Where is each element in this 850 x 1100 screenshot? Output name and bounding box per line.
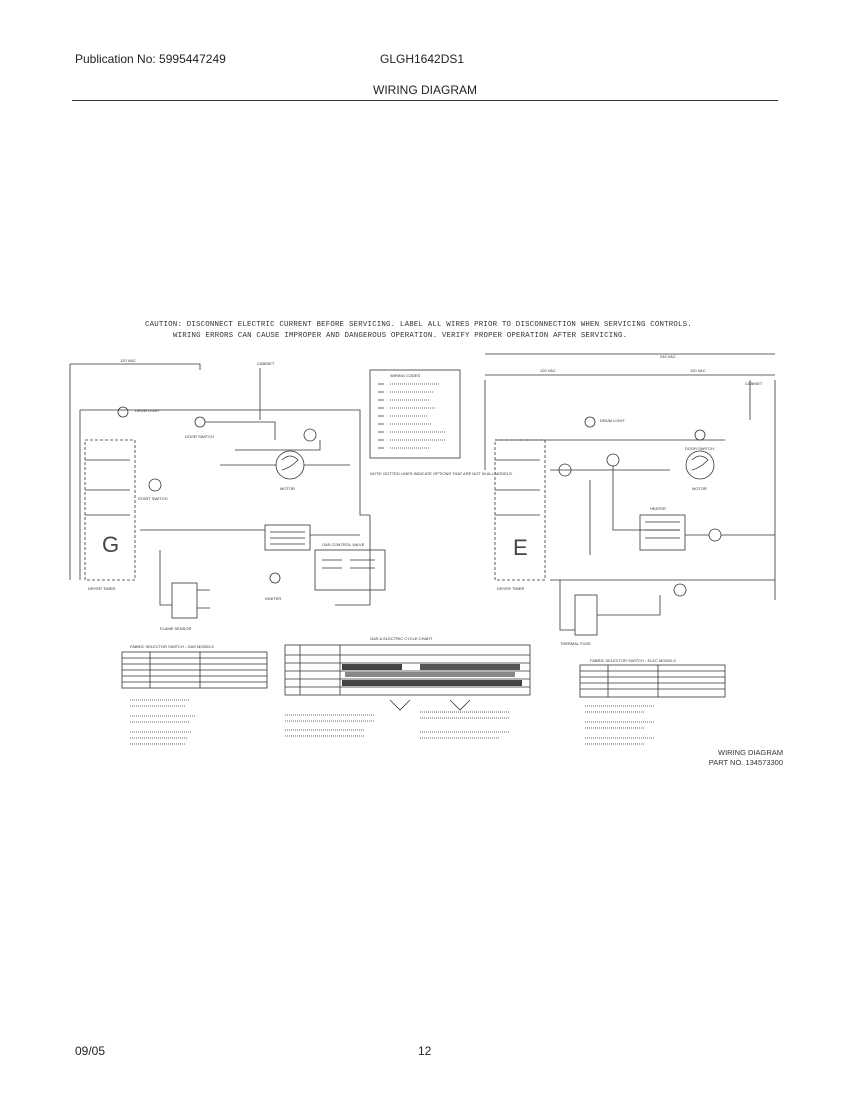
cycle-chart: GAS & ELECTRIC CYCLE CHART bbox=[284, 636, 531, 739]
part-info: WIRING DIAGRAM PART NO. 134573300 bbox=[683, 748, 783, 768]
elec-motor-label: MOTOR bbox=[692, 486, 707, 491]
electric-schematic: 240 VAC 120 VAC 120 VAC DRUM LIGHT DOOR … bbox=[484, 353, 776, 646]
elec-timer-letter: E bbox=[513, 535, 528, 560]
motor-icon bbox=[275, 450, 305, 480]
gas-valve-label: GAS CONTROL VALVE bbox=[322, 542, 365, 547]
gas-table-title: FABRIC SELECTOR SWITCH - GAS MODELS bbox=[130, 644, 214, 649]
thermal-fuse-label: THERMAL FUSE bbox=[560, 641, 591, 646]
caution-line-2: WIRING ERRORS CAN CAUSE IMPROPER AND DAN… bbox=[173, 332, 628, 340]
cycle-bar-4 bbox=[345, 672, 515, 677]
elec-door-switch-icon bbox=[694, 429, 706, 441]
legend-title: WIRING CODES bbox=[390, 373, 421, 378]
gas-valve-box bbox=[314, 549, 386, 591]
flame-sensor-label: FLAME SENSOR bbox=[160, 626, 191, 631]
gas-timer-box bbox=[84, 439, 136, 581]
control-box bbox=[264, 524, 311, 551]
gas-schematic: 120 VAC DOOR SWITCH DRUM LIGHT MOTOR STA… bbox=[69, 358, 386, 631]
elec-motor-icon bbox=[685, 450, 715, 480]
door-switch-contact bbox=[194, 416, 206, 428]
part-number: PART NO. 134573300 bbox=[708, 758, 783, 767]
igniter-icon bbox=[269, 572, 281, 584]
flame-sensor-box bbox=[171, 582, 198, 619]
elec-dryer-timer-label: DRYER TIMER bbox=[497, 586, 525, 591]
footer-date: 09/05 bbox=[75, 1044, 106, 1058]
elec-volts-label: 240 VAC bbox=[660, 354, 676, 359]
heater-label: HEATER bbox=[650, 506, 666, 511]
gas-selector-table: FABRIC SELECTOR SWITCH - GAS MODELS bbox=[121, 644, 268, 745]
gas-volts-label: 120 VAC bbox=[120, 358, 136, 363]
elec-timer-box bbox=[494, 439, 546, 581]
motor-label: MOTOR bbox=[280, 486, 295, 491]
caution-text: CAUTION: DISCONNECT ELECTRIC CURRENT BEF… bbox=[145, 320, 725, 342]
cycle-bar-2 bbox=[420, 664, 520, 670]
page-number: 12 bbox=[418, 1044, 432, 1058]
elec-drum-light-label: DRUM LIGHT bbox=[600, 418, 625, 423]
elec-table-title: FABRIC SELECTOR SWITCH - ELEC MODELS bbox=[590, 658, 676, 663]
dryer-timer-label: DRYER TIMER bbox=[88, 586, 116, 591]
page-title: WIRING DIAGRAM bbox=[373, 83, 477, 97]
caution-line-1: CAUTION: DISCONNECT ELECTRIC CURRENT BEF… bbox=[145, 321, 692, 329]
elec-door-switch-label: DOOR SWITCH bbox=[685, 446, 714, 451]
thermal-fuse-box bbox=[574, 594, 598, 636]
header-rule bbox=[72, 100, 778, 101]
legend-note: NOTE: DOTTED LINES INDICATE OPTIONS THAT… bbox=[370, 471, 513, 476]
publication-number: Publication No: 5995447249 bbox=[75, 52, 226, 66]
elec-selector-table: FABRIC SELECTOR SWITCH - ELEC MODELS bbox=[579, 658, 726, 745]
wiring-codes-legend: WIRING CODES NOTE: DOTTED LINES INDICATE… bbox=[369, 369, 513, 476]
gas-timer-letter: G bbox=[102, 532, 119, 557]
heater-control-box bbox=[639, 514, 686, 551]
cabinet-label-right: CABINET bbox=[745, 381, 763, 386]
cycle-bar-1 bbox=[342, 664, 402, 670]
elec-drum-light-icon bbox=[584, 416, 596, 428]
part-label: WIRING DIAGRAM bbox=[718, 748, 783, 757]
igniter-label: IGNITER bbox=[265, 596, 281, 601]
drum-light-icon bbox=[117, 406, 129, 418]
start-switch-icon bbox=[148, 478, 162, 492]
elec-half-left: 120 VAC bbox=[540, 368, 556, 373]
cycle-chart-title: GAS & ELECTRIC CYCLE CHART bbox=[370, 636, 433, 641]
start-switch-label: START SWITCH bbox=[138, 496, 168, 501]
wiring-schematic: 120 VAC DOOR SWITCH DRUM LIGHT MOTOR STA… bbox=[69, 353, 776, 745]
cycle-bar-3 bbox=[342, 680, 522, 686]
model-number: GLGH1642DS1 bbox=[380, 52, 465, 66]
door-switch-label: DOOR SWITCH bbox=[185, 434, 214, 439]
elec-half-right: 120 VAC bbox=[690, 368, 706, 373]
cabinet-label-left: CABINET bbox=[257, 361, 275, 366]
drum-light-label: DRUM LIGHT bbox=[135, 408, 160, 413]
